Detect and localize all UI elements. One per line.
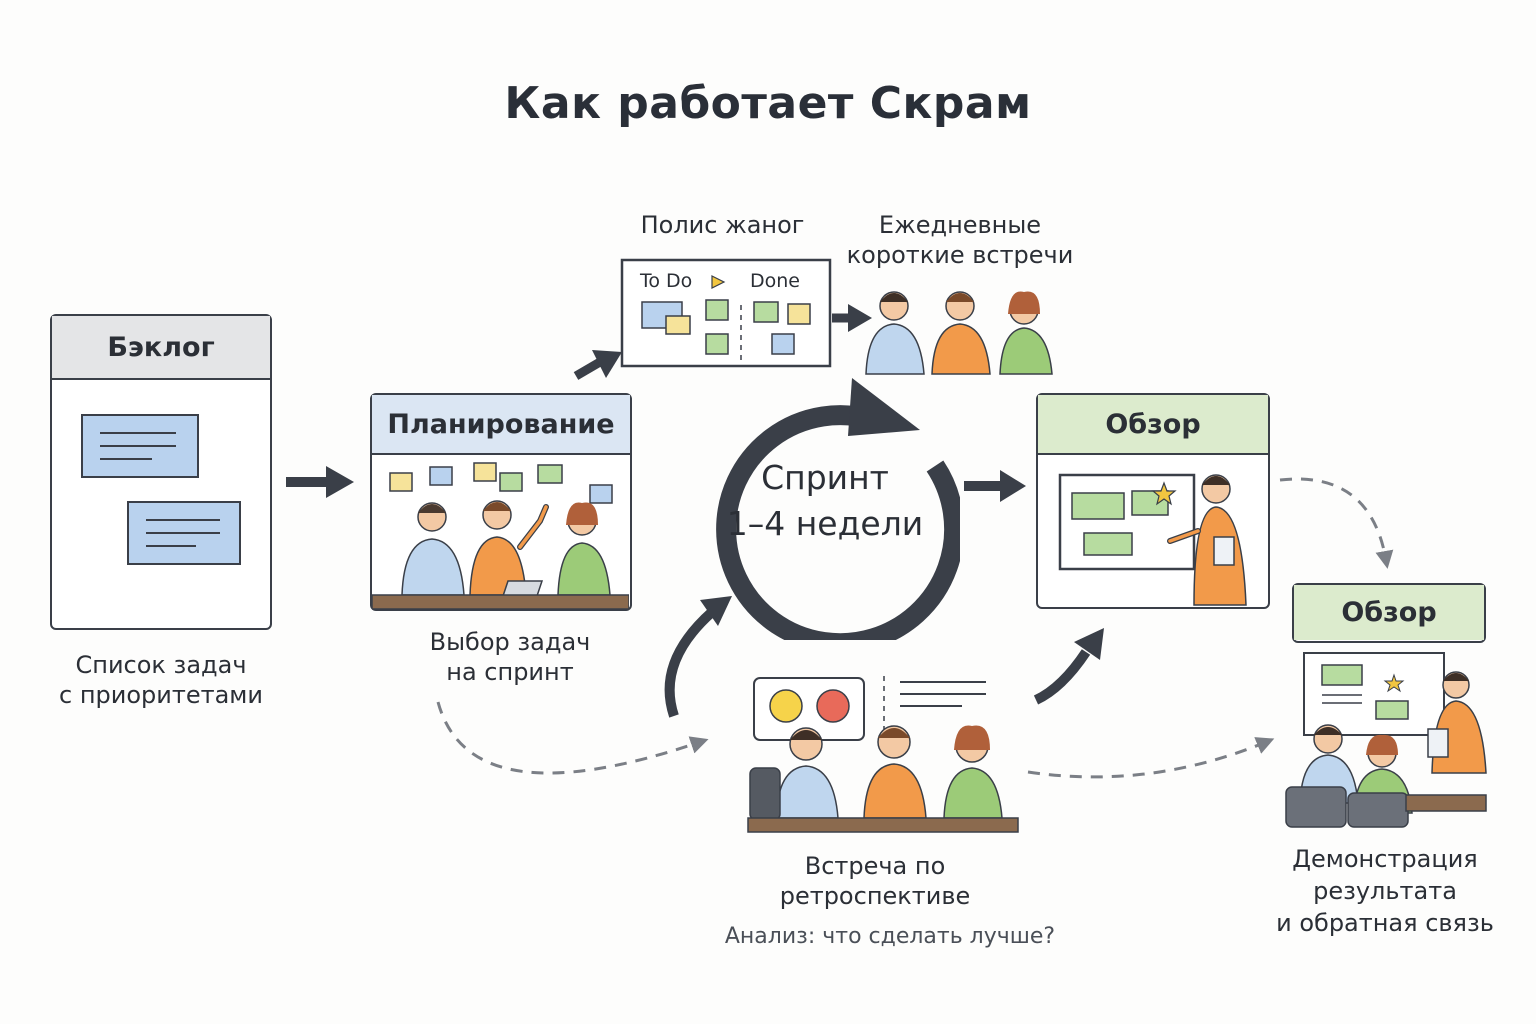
daily-title: Ежедневные короткие встречи (846, 211, 1074, 269)
backlog-header: Бэклог (52, 316, 270, 380)
taskboard-todo-label: To Do (639, 270, 692, 292)
retro-subcaption: Анализ: что сделать лучше? (724, 924, 1056, 949)
retro-caption: Встреча по ретроспективе (779, 852, 971, 910)
planning-caption: Выбор задач на спринт (429, 628, 591, 686)
backlog-card[interactable]: Бэклог (50, 314, 272, 630)
daily-standup-illustration (865, 291, 1053, 375)
planning-to-retro-dashed-arrow (436, 701, 709, 775)
happy-face-icon (769, 689, 803, 723)
planning-header: Планирование (372, 395, 630, 455)
retro-to-review2-dashed-arrow (1027, 737, 1275, 779)
review-header: Обзор (1038, 395, 1268, 455)
review-demo-illustration (1058, 473, 1247, 606)
backlog-notes-illustration (81, 414, 241, 565)
backlog-caption: Список задач с приоритетами (59, 651, 263, 709)
taskboard-illustration: To Do Done (620, 258, 832, 368)
review2-card[interactable]: Обзор (1292, 583, 1486, 643)
planning-team-illustration (372, 462, 629, 610)
backlog-to-planning-arrow (286, 466, 354, 498)
sprint-cycle (716, 378, 960, 640)
review2-caption: Демонстрация результата и обратная связь (1276, 845, 1494, 937)
review2-demo-illustration (1285, 652, 1487, 828)
review2-header: Обзор (1294, 585, 1484, 640)
retro-illustration (747, 676, 1019, 833)
taskboard-done-label: Done (750, 270, 800, 292)
sprint-to-review-arrow (964, 470, 1026, 502)
retro-to-review-arrow (1033, 628, 1104, 705)
sprint-cycle-arrowhead (848, 378, 920, 436)
taskboard-title: Полис жаног (640, 211, 805, 239)
review-to-review2-dashed-arrow (1279, 477, 1394, 569)
planning-card[interactable]: Планирование (370, 393, 632, 611)
review-card[interactable]: Обзор (1036, 393, 1270, 609)
page-title: Как работает Скрам (504, 78, 1032, 129)
sprint-label: Спринт 1–4 недели (726, 458, 924, 543)
sad-face-icon (816, 689, 850, 723)
